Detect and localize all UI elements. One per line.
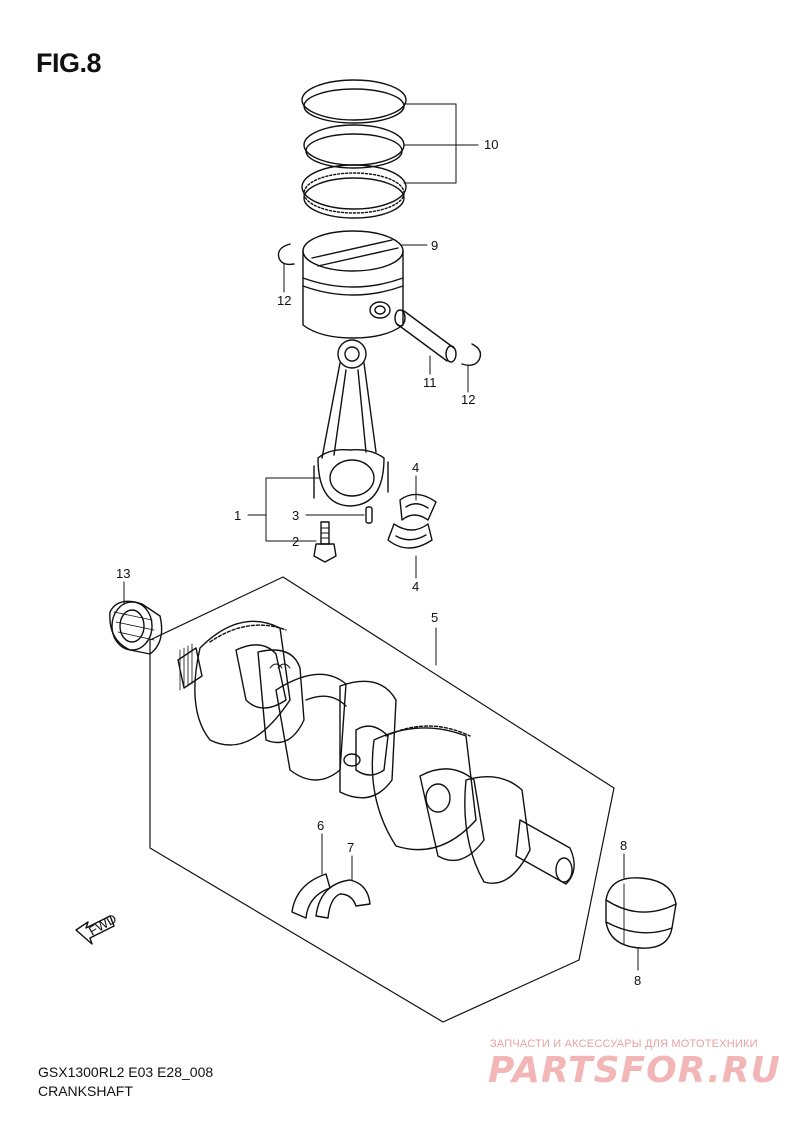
journal-bearing[interactable]	[605, 877, 677, 949]
callout-7[interactable]: 7	[347, 840, 354, 855]
dowel-pin[interactable]	[365, 506, 373, 524]
watermark-logo: PARTSFOR.RU	[488, 1050, 781, 1091]
conrod-bearing-lower[interactable]	[387, 523, 433, 549]
callout-10[interactable]: 10	[484, 137, 498, 152]
callout-5[interactable]: 5	[431, 610, 438, 625]
callout-4a[interactable]: 4	[412, 460, 419, 475]
thrust-bearing-7[interactable]	[315, 879, 371, 919]
callout-10-leader	[403, 103, 479, 184]
thrust-bearing-6[interactable]	[291, 873, 331, 919]
callout-3[interactable]: 3	[292, 508, 299, 523]
forward-arrow-icon	[75, 915, 115, 945]
circlip-right[interactable]	[461, 343, 482, 367]
watermark-tagline: ЗАПЧАСТИ И АКСЕССУАРЫ ДЛЯ МОТОТЕХНИКИ	[490, 1038, 758, 1050]
figure-title: FIG.8	[36, 48, 102, 78]
connecting-rod[interactable]	[313, 339, 389, 507]
callout-9[interactable]: 9	[431, 238, 438, 253]
piston-rings[interactable]	[301, 79, 407, 219]
crankshaft[interactable]	[177, 620, 575, 885]
fwd-label: FWD	[86, 911, 119, 939]
needle-bearing[interactable]	[109, 600, 163, 655]
piston[interactable]	[302, 230, 404, 339]
callout-4b[interactable]: 4	[412, 579, 419, 594]
conrod-bearing-upper[interactable]	[399, 493, 437, 521]
conrod-bolt[interactable]	[313, 521, 337, 563]
callout-8a[interactable]: 8	[620, 838, 627, 853]
callout-12b[interactable]: 12	[461, 392, 475, 407]
callout-2[interactable]: 2	[292, 534, 299, 549]
callout-8b[interactable]: 8	[634, 973, 641, 988]
section-name: CRANKSHAFT	[38, 1083, 133, 1099]
crankshaft-frame	[149, 576, 615, 1023]
callout-6[interactable]: 6	[317, 818, 324, 833]
callout-11[interactable]: 11	[423, 375, 437, 390]
piston-pin[interactable]	[394, 309, 457, 363]
callout-1[interactable]: 1	[234, 508, 241, 523]
callout-1-leader	[247, 477, 321, 542]
callout-12a[interactable]: 12	[277, 293, 291, 308]
circlip-left[interactable]	[277, 243, 295, 266]
model-code: GSX1300RL2 E03 E28_008	[38, 1064, 214, 1080]
callout-13[interactable]: 13	[116, 566, 130, 581]
